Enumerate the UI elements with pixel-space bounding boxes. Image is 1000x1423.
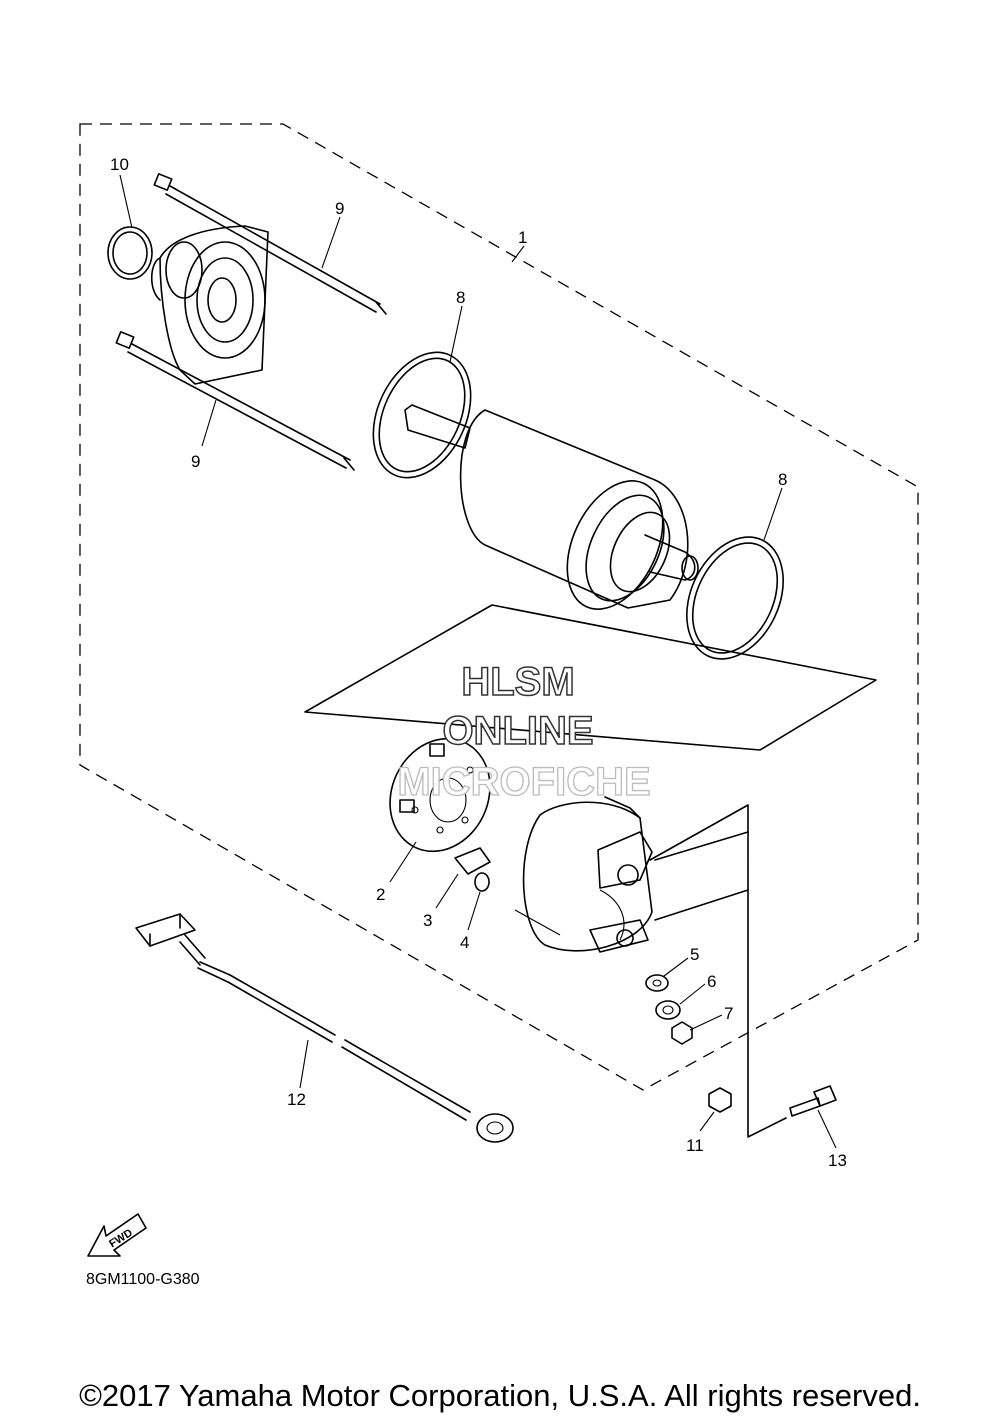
through-bolts — [115, 173, 387, 471]
watermark-line2: ONLINE — [442, 709, 593, 753]
callout-9-lower: 9 — [191, 452, 200, 471]
washer-5 — [645, 974, 669, 992]
callout-8-lower: 8 — [778, 470, 787, 489]
callout-7: 7 — [724, 1004, 733, 1023]
bolt-13 — [789, 1085, 837, 1117]
o-ring-10-shape — [107, 226, 153, 280]
callout-13: 13 — [828, 1151, 847, 1170]
callout-9-upper: 9 — [335, 199, 344, 218]
o-ring-8-upper — [372, 351, 472, 479]
callout-2: 2 — [376, 885, 385, 904]
callout-11: 11 — [686, 1136, 704, 1155]
nut-7 — [671, 1021, 693, 1045]
armature-yoke — [404, 404, 699, 610]
watermark: HLSM ONLINE MICROFICHE — [397, 659, 652, 804]
brush-plate-2 — [389, 737, 491, 853]
callout-5: 5 — [690, 945, 699, 964]
copyright-notice: ©2017 Yamaha Motor Corporation, U.S.A. A… — [79, 1378, 921, 1413]
callout-6: 6 — [707, 972, 716, 991]
o-ring-8-lower — [686, 536, 784, 660]
callout-1: 1 — [518, 228, 527, 247]
washer-6 — [655, 1000, 681, 1020]
callout-12: 12 — [287, 1090, 306, 1109]
starter-lead-12 — [135, 913, 514, 1143]
brush-holder-3 — [454, 847, 491, 875]
bolt-bracket-line — [649, 804, 787, 1138]
callout-10: 10 — [110, 155, 129, 174]
watermark-line1: HLSM — [461, 660, 574, 704]
cover-subgroup-outline — [304, 604, 877, 751]
fwd-label: FWD — [107, 1227, 135, 1250]
assembly-dashed-outline — [79, 123, 919, 1091]
fwd-arrow-icon: FWD — [87, 1213, 147, 1257]
callout-labels: 1 2 3 4 5 6 7 8 8 9 9 10 11 12 13 — [110, 155, 847, 1170]
o-ring-4 — [474, 872, 490, 892]
figure-code: 8GM1100-G380 — [86, 1271, 200, 1288]
callout-3: 3 — [423, 911, 432, 930]
callout-4: 4 — [460, 933, 469, 952]
callout-8-upper: 8 — [456, 288, 465, 307]
watermark-line3: MICROFICHE — [397, 760, 650, 804]
rear-cover — [514, 796, 749, 953]
leader-lines — [119, 174, 837, 1149]
nut-11 — [708, 1087, 732, 1113]
front-cover — [107, 225, 269, 385]
